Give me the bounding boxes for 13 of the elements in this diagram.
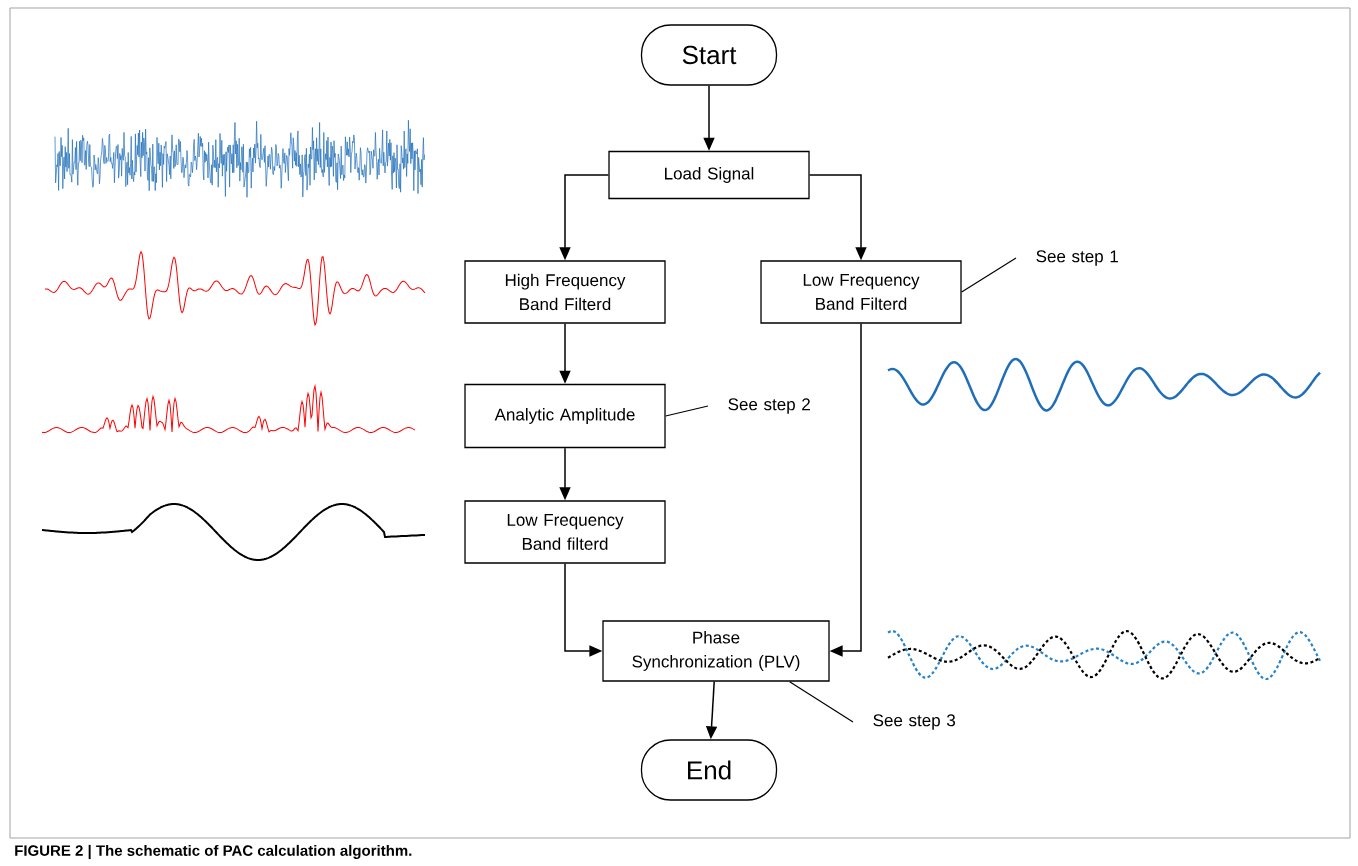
process-box: Low Frequency Band Filterd xyxy=(760,260,962,324)
note-text: See step 3 xyxy=(873,714,955,730)
figure-caption: FIGURE 2 | The schematic of PAC calculation algorithm. xyxy=(15,844,412,860)
note-text: See step 2 xyxy=(728,398,810,414)
process-box: High Frequency Band Filterd xyxy=(464,260,666,324)
note-text: See step 1 xyxy=(1036,250,1118,266)
process-box: Analytic Amplitude xyxy=(464,383,666,449)
leader-line xyxy=(961,257,1017,293)
process-box: Load Signal xyxy=(608,150,810,200)
process-box: Low Frequency Band filterd xyxy=(464,500,666,564)
leader-line xyxy=(665,405,709,417)
leader-line xyxy=(789,681,854,723)
process-box: Phase Synchronization (PLV) xyxy=(602,620,830,682)
